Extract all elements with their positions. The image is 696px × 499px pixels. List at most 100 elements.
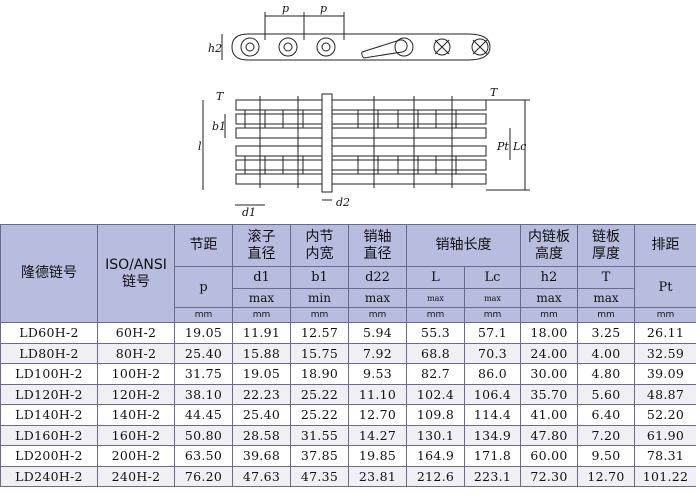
table-cell: 60.00: [520, 445, 578, 467]
side-view-pin: [316, 37, 336, 57]
table-cell: 18.90: [290, 363, 349, 385]
table-cell: 109.8: [406, 404, 465, 426]
top-view-plate: [235, 99, 487, 111]
symbol-Pt: Pt: [634, 266, 696, 308]
table-cell: 32.59: [634, 342, 696, 364]
unit-cell: mm: [290, 307, 349, 323]
table-cell: 25.22: [290, 404, 349, 426]
header-plate-height: 内链板 高度: [520, 224, 578, 267]
table-cell: 19.05: [174, 322, 233, 344]
table-cell: 44.45: [174, 404, 233, 426]
table-cell: LD100H-2: [0, 363, 98, 385]
table-cell: 114.4: [464, 404, 521, 426]
top-view-roller: [282, 109, 304, 129]
table-cell: LD120H-2: [0, 383, 98, 405]
table-cell: 171.8: [464, 445, 521, 467]
table-cell: 240H-2: [97, 465, 175, 487]
table-cell: 61.90: [634, 424, 696, 446]
table-cell: 5.60: [577, 383, 635, 405]
label-d1: d1: [242, 206, 256, 219]
table-cell: 38.10: [174, 383, 233, 405]
label-t-top: T: [216, 90, 225, 103]
table-cell: 30.00: [520, 363, 578, 385]
table-cell: 60H-2: [97, 322, 175, 344]
symbol-Lc: Lc: [464, 266, 521, 289]
top-view-roller: [435, 109, 457, 129]
top-view-pin: [321, 93, 333, 193]
table-cell: 70.3: [464, 342, 521, 364]
table-cell: 57.1: [464, 322, 521, 344]
table-cell: 4.80: [577, 363, 635, 385]
table-cell: 31.55: [290, 424, 349, 446]
label-l: l: [198, 140, 202, 153]
unit-cell: mm: [464, 307, 521, 323]
limit-b1: min: [290, 288, 349, 308]
symbol-d1: d1: [232, 266, 291, 289]
table-cell: 106.4: [464, 383, 521, 405]
table-cell: 9.53: [348, 363, 407, 385]
header-pitch: 节距: [174, 224, 233, 267]
table-cell: LD80H-2: [0, 342, 98, 364]
table-cell: 19.05: [232, 363, 291, 385]
table-cell: 15.88: [232, 342, 291, 364]
table-cell: LD60H-2: [0, 322, 98, 344]
table-cell: 160H-2: [97, 424, 175, 446]
table-cell: 72.30: [520, 465, 578, 487]
symbol-L: L: [406, 266, 465, 289]
table-cell: 68.8: [406, 342, 465, 364]
table-cell: 37.85: [290, 445, 349, 467]
label-p1: p: [282, 2, 289, 15]
header-plate-thickness: 链板 厚度: [577, 224, 635, 267]
top-view-roller: [282, 155, 304, 175]
chain-technical-drawing: p p h2 T T b1 l Pt Lc d1 d2: [198, 2, 530, 219]
side-view-link-slot: [361, 39, 408, 59]
table-cell: 11.91: [232, 322, 291, 344]
table-cell: 164.9: [406, 445, 465, 467]
label-h2: h2: [208, 42, 222, 55]
top-view-roller: [244, 155, 266, 175]
limit-h2: max: [520, 288, 578, 308]
table-cell: 50.80: [174, 424, 233, 446]
table-cell: 82.7: [406, 363, 465, 385]
table-cell: LD160H-2: [0, 424, 98, 446]
table-cell: 19.85: [348, 445, 407, 467]
label-d2: d2: [336, 196, 350, 209]
table-cell: 212.6: [406, 465, 465, 487]
table-cell: 7.20: [577, 424, 635, 446]
table-cell: 25.40: [232, 404, 291, 426]
top-view-roller: [397, 109, 419, 129]
table-cell: 28.58: [232, 424, 291, 446]
top-view-plate: [235, 159, 487, 171]
side-view-outline: [231, 33, 491, 61]
table-cell: 86.0: [464, 363, 521, 385]
symbol-d22: d22: [348, 266, 407, 289]
top-view-roller: [244, 109, 266, 129]
table-cell: 47.63: [232, 465, 291, 487]
symbol-h2: h2: [520, 266, 578, 289]
table-cell: 5.94: [348, 322, 407, 344]
limit-T: max: [577, 288, 635, 308]
table-cell: LD240H-2: [0, 465, 98, 487]
unit-cell: mm: [232, 307, 291, 323]
table-cell: 25.22: [290, 383, 349, 405]
table-cell: 3.25: [577, 322, 635, 344]
side-view-pin: [278, 37, 298, 57]
table-cell: 80H-2: [97, 342, 175, 364]
symbol-b1: b1: [290, 266, 349, 289]
top-view-plate: [235, 127, 487, 139]
table-cell: 24.00: [520, 342, 578, 364]
table-cell: 15.75: [290, 342, 349, 364]
table-cell: 200H-2: [97, 445, 175, 467]
table-cell: 22.23: [232, 383, 291, 405]
table-cell: 12.57: [290, 322, 349, 344]
table-cell: 55.3: [406, 322, 465, 344]
side-view-pin: [245, 42, 255, 52]
unit-cell: mm: [174, 307, 233, 323]
symbol-p: p: [174, 266, 233, 308]
